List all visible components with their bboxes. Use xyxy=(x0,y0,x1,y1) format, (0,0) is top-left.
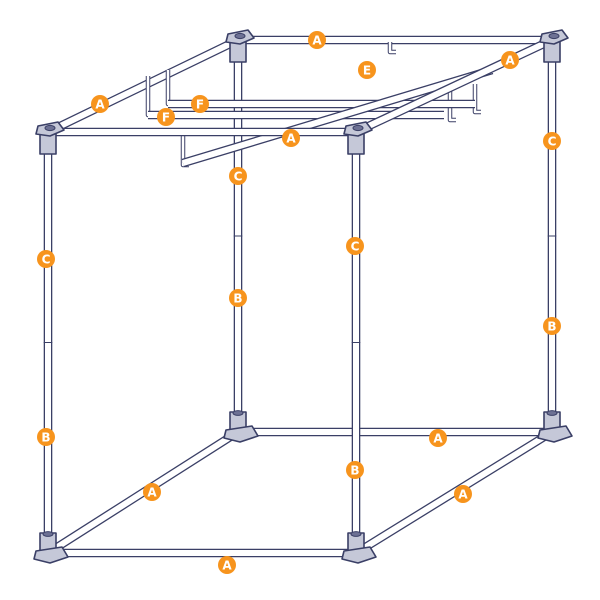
part-badge-letter: A xyxy=(95,97,105,111)
part-badge-a: A xyxy=(218,556,236,574)
part-badge-letter: B xyxy=(41,430,50,444)
part-badge-a: A xyxy=(501,51,519,69)
part-badge-letter: B xyxy=(547,319,556,333)
part-badge-letter: A xyxy=(312,33,322,47)
part-badge-c: C xyxy=(37,250,55,268)
part-badge-a: A xyxy=(429,429,447,447)
part-badge-letter: C xyxy=(548,134,557,148)
part-badge-letter: A xyxy=(222,558,232,572)
right-top-pole xyxy=(354,36,554,136)
part-badge-a: A xyxy=(454,485,472,503)
part-label-badges: A A A A A A A A C C C C B B B B E F F xyxy=(37,31,561,574)
part-badge-b: B xyxy=(543,317,561,335)
hanging-bar-e xyxy=(181,65,494,168)
part-badge-letter: A xyxy=(505,53,515,67)
part-badge-letter: A xyxy=(433,431,443,445)
part-badge-c: C xyxy=(229,167,247,185)
part-badge-b: B xyxy=(229,289,247,307)
hanger-hook-right-2 xyxy=(447,88,456,123)
part-badge-c: C xyxy=(346,237,364,255)
part-badge-letter: F xyxy=(196,97,204,111)
left-bottom-pole xyxy=(45,428,241,557)
connector-bottom-back-left xyxy=(223,410,259,443)
part-badge-f: F xyxy=(157,108,175,126)
part-badge-letter: A xyxy=(458,487,468,501)
connector-bottom-back-right xyxy=(537,410,573,443)
part-badge-letter: C xyxy=(351,239,360,253)
back-left-upright xyxy=(233,40,243,432)
part-badge-letter: B xyxy=(350,463,359,477)
connector-top-back-left xyxy=(225,29,255,63)
part-badge-b: B xyxy=(346,461,364,479)
part-badge-letter: A xyxy=(286,131,296,145)
part-badge-a: A xyxy=(282,129,300,147)
part-badge-e: E xyxy=(358,61,376,79)
part-badge-b: B xyxy=(37,428,55,446)
corner-connectors xyxy=(33,29,573,564)
part-badge-letter: F xyxy=(162,110,170,124)
connector-bottom-front-right xyxy=(341,531,377,564)
part-badge-a: A xyxy=(143,483,161,501)
part-badge-letter: A xyxy=(147,485,157,499)
part-badge-letter: E xyxy=(363,63,371,77)
part-badge-letter: C xyxy=(234,169,243,183)
connector-bottom-front-left xyxy=(33,531,69,564)
right-bottom-pole xyxy=(353,428,555,557)
connector-top-back-right xyxy=(539,29,569,63)
hanger-hook-right-1 xyxy=(472,84,481,115)
frame-poles xyxy=(43,35,557,558)
part-badge-f: F xyxy=(191,95,209,113)
front-left-upright xyxy=(43,132,53,553)
part-badge-c: C xyxy=(543,132,561,150)
front-right-upright xyxy=(351,132,361,553)
connector-top-front-right xyxy=(343,121,373,155)
part-badge-a: A xyxy=(308,31,326,49)
back-right-upright xyxy=(547,40,557,432)
left-top-pole xyxy=(46,36,240,136)
part-badge-letter: B xyxy=(233,291,242,305)
part-badge-letter: C xyxy=(42,252,51,266)
connector-top-front-left xyxy=(35,121,65,155)
part-badge-a: A xyxy=(91,95,109,113)
hanger-hook-top xyxy=(387,42,396,55)
